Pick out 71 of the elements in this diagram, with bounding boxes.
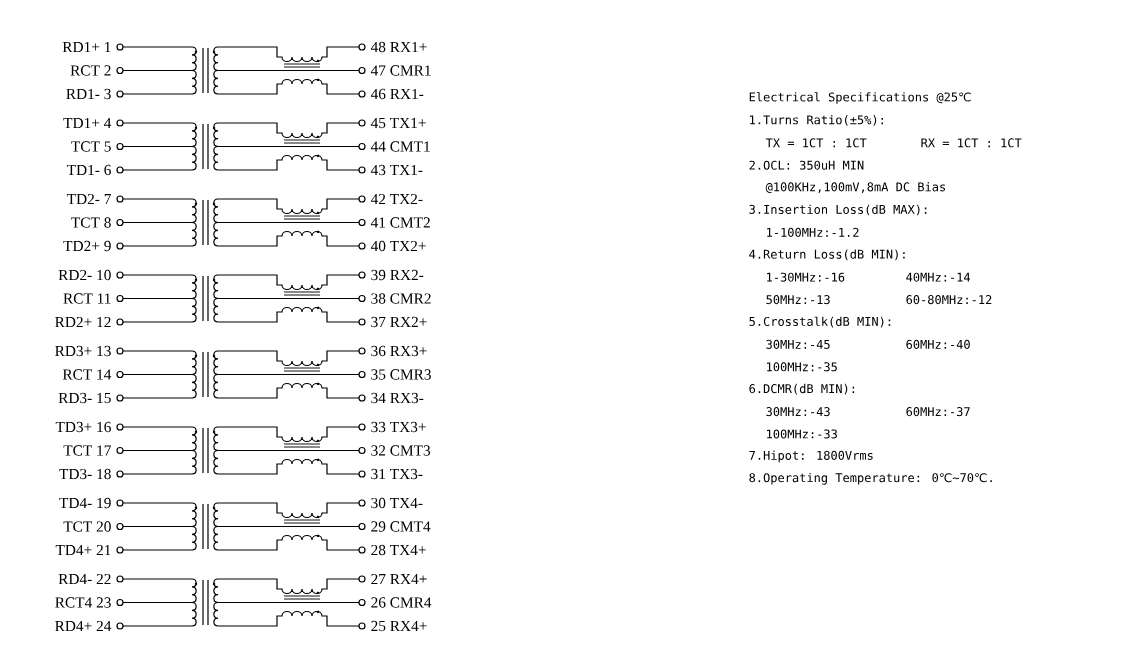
pin-label: TCT 20 [63, 521, 111, 532]
spec-text: 50MHz:-13 [766, 295, 830, 305]
spec-text: 30MHz:-45 [766, 339, 830, 349]
pin-label: RD2- 10 [58, 269, 111, 281]
pin-label: 39 RX2- [371, 269, 424, 281]
spec-text: 1-100MHz:-1.2 [767, 227, 859, 237]
pin-label: TD4- 19 [59, 497, 111, 509]
pin-label: TCT 17 [63, 445, 111, 456]
pin-label: TD4+ 21 [55, 544, 111, 556]
pin-label: RD4- 22 [58, 573, 111, 585]
pin-label: RD3- 15 [58, 392, 111, 404]
spec-text: 5.Crosstalk(dB MIN): [749, 316, 891, 328]
pin-label: TD3+ 16 [55, 421, 111, 433]
pin-label: 34 RX3- [371, 392, 424, 404]
spec-text: 8.Operating Temperature: 0℃~70℃. [749, 472, 992, 485]
spec-text: @100KHz,100mV,8mA DC Bias [765, 182, 946, 194]
pin-label: RD1+ 1 [62, 41, 111, 53]
pin-label: 41 CMT2 [370, 217, 430, 228]
spec-text: 3.Insertion Loss(dB MAX): [749, 204, 927, 216]
pin-label: RCT4 23 [55, 597, 111, 608]
pin-label: RCT 14 [62, 369, 112, 380]
pin-label: 47 CMR1 [370, 65, 431, 76]
pin-label: 26 CMR4 [371, 597, 432, 608]
pin-label: RCT 2 [70, 65, 111, 76]
spec-text: 2.OCL: 350uH MIN [749, 160, 864, 170]
pin-label: 48 RX1+ [370, 41, 427, 53]
spec-text: 60MHz:-37 [906, 407, 970, 417]
pin-label: TCT 8 [71, 217, 111, 228]
spec-text: 7.Hipot: 1800Vrms [749, 450, 873, 463]
pin-label: 46 RX1- [370, 88, 424, 100]
pin-label: 43 TX1- [370, 164, 423, 176]
spec-text: 60-80MHz:-12 [906, 295, 992, 305]
pin-label: 45 TX1+ [370, 117, 426, 129]
spec-text: 1.Turns Ratio(±5%): [750, 115, 883, 126]
pin-label: 27 RX4+ [371, 573, 427, 585]
pin-label: 40 TX2+ [370, 240, 426, 252]
pin-label: 42 TX2- [370, 193, 423, 205]
spec-text: Electrical Specifications @25℃ [749, 92, 971, 104]
spec-text: 6.DCMR(dB MIN): [749, 383, 855, 395]
pin-label: 35 CMR3 [371, 369, 431, 380]
pin-label: 33 TX3+ [371, 421, 426, 433]
spec-text: 100MHz:-33 [767, 429, 837, 439]
spec-text: 60MHz:-40 [906, 339, 970, 349]
pin-label: 28 TX4+ [371, 544, 426, 556]
pin-label: TD3- 18 [59, 468, 111, 480]
pin-label: TD1+ 4 [63, 117, 112, 129]
pin-label: RD2+ 12 [55, 316, 111, 328]
pin-label: RD4+ 24 [55, 620, 112, 632]
pin-label: 37 RX2+ [371, 316, 427, 328]
pin-label: 31 TX3- [371, 468, 423, 480]
pin-label: 29 CMT4 [371, 521, 431, 532]
spec-text: 1-30MHz:-16 [767, 272, 845, 282]
pin-label: 44 CMT1 [370, 141, 430, 152]
spec-text: 4.Return Loss(dB MIN): [749, 249, 905, 261]
pin-label: 30 TX4- [371, 497, 423, 509]
pin-label: TD2- 7 [66, 193, 111, 205]
pin-label: 38 CMR2 [371, 293, 431, 304]
pin-label: RCT 11 [63, 293, 111, 304]
pin-label: RD3+ 13 [55, 345, 111, 357]
spec-text: 100MHz:-35 [767, 362, 837, 372]
pin-label: 36 RX3+ [371, 345, 427, 357]
pin-label: RD1- 3 [66, 88, 111, 100]
spec-text: 30MHz:-43 [766, 407, 830, 417]
pin-label: 25 RX4+ [371, 620, 427, 632]
spec-text: TX = 1CT : 1CT [765, 138, 867, 148]
spec-text: RX = 1CT : 1CT [921, 138, 1022, 148]
pin-label: TD1- 6 [66, 164, 111, 176]
spec-text: 40MHz:-14 [906, 272, 971, 282]
pin-label: 32 CMT3 [371, 445, 431, 456]
pin-label: TD2+ 9 [63, 240, 111, 252]
pin-label: TCT 5 [71, 141, 111, 152]
